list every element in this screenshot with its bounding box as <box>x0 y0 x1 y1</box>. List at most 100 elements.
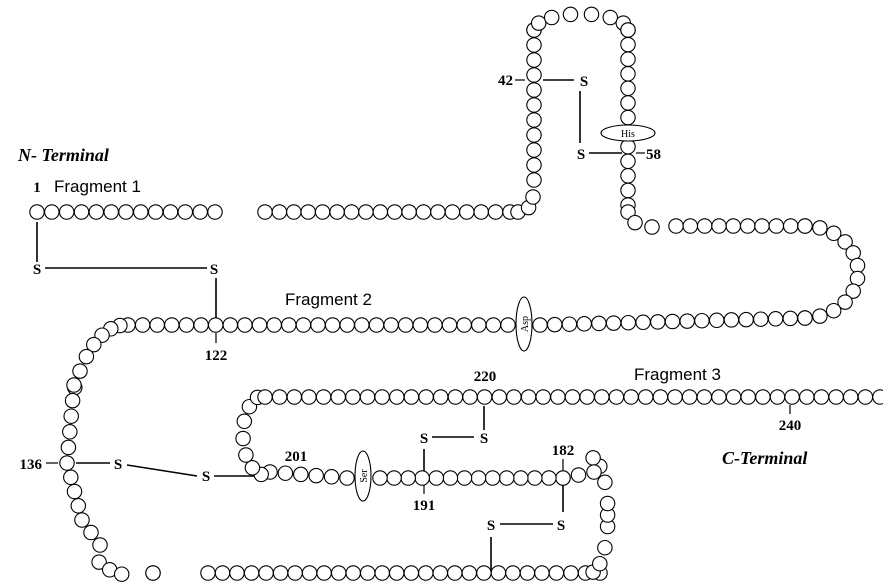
residue-bead <box>621 37 635 51</box>
residue-bead <box>252 318 266 332</box>
residue-bead <box>586 451 600 465</box>
asp-label: Asp <box>520 316 531 332</box>
residue-bead <box>785 390 799 404</box>
residue-bead <box>755 219 769 233</box>
residue-bead <box>521 390 535 404</box>
residue-bead <box>61 440 75 454</box>
residue-bead <box>527 158 541 172</box>
ser-residue: Ser <box>355 451 371 501</box>
residue-bead <box>282 318 296 332</box>
residue-bead <box>89 205 103 219</box>
residue-bead <box>533 318 547 332</box>
residue-bead <box>67 484 81 498</box>
residue-bead <box>595 390 609 404</box>
residue-bead <box>563 7 577 21</box>
residue-bead <box>390 390 404 404</box>
residue-bead <box>645 220 659 234</box>
residue-bead <box>278 466 292 480</box>
residue-bead <box>402 205 416 219</box>
residue-bead <box>528 471 542 485</box>
residue-bead <box>858 390 872 404</box>
residue-bead <box>287 205 301 219</box>
residue-bead <box>683 219 697 233</box>
residue-bead <box>135 318 149 332</box>
residue-bead <box>535 566 549 580</box>
residue-bead <box>668 390 682 404</box>
residue-bead <box>770 390 784 404</box>
residue-bead <box>609 390 623 404</box>
residue-bead <box>739 312 753 326</box>
residue-bead <box>401 471 415 485</box>
residue-number-136: 136 <box>20 457 43 473</box>
residue-bead <box>413 318 427 332</box>
residue-bead <box>800 390 814 404</box>
residue-bead <box>741 219 755 233</box>
residue-bead <box>580 390 594 404</box>
residue-bead <box>551 390 565 404</box>
residue-bead <box>223 318 237 332</box>
his-label: His <box>621 129 635 140</box>
residue-bead <box>258 390 272 404</box>
residue-bead <box>317 566 331 580</box>
residue-bead <box>621 169 635 183</box>
residue-bead <box>712 390 726 404</box>
residue-bead <box>621 154 635 168</box>
residue-bead <box>784 219 798 233</box>
residue-bead <box>340 318 354 332</box>
residue-bead <box>325 318 339 332</box>
residue-number-122: 122 <box>205 348 228 364</box>
residue-bead <box>813 309 827 323</box>
residue-bead <box>486 318 500 332</box>
residue-bead <box>606 316 620 330</box>
residue-bead <box>119 205 133 219</box>
residue-bead <box>463 390 477 404</box>
residue-bead <box>472 318 486 332</box>
residue-bead <box>598 541 612 555</box>
sulfur-label-42: S <box>580 74 588 90</box>
residue-bead <box>375 390 389 404</box>
residue-bead <box>624 390 638 404</box>
residue-bead <box>532 16 546 30</box>
amino-acid-chain <box>30 7 883 581</box>
residue-bead <box>179 318 193 332</box>
sulfur-label-136: S <box>114 457 122 473</box>
residue-bead <box>346 390 360 404</box>
residue-bead <box>30 205 44 219</box>
residue-bead <box>442 318 456 332</box>
residue-bead <box>827 304 841 318</box>
residue-bead <box>571 468 585 482</box>
residue-bead <box>344 205 358 219</box>
residue-bead <box>545 10 559 24</box>
residue-bead <box>445 205 459 219</box>
residue-bead <box>492 390 506 404</box>
residue-bead <box>621 110 635 124</box>
residue-bead <box>104 205 118 219</box>
residue-bead <box>267 318 281 332</box>
residue-bead <box>564 566 578 580</box>
residue-bead <box>146 566 160 580</box>
residue-bead <box>621 140 635 154</box>
residue-bead <box>741 390 755 404</box>
residue-bead <box>651 315 665 329</box>
residue-bead <box>296 318 310 332</box>
residue-bead <box>67 378 81 392</box>
residue-bead <box>527 113 541 127</box>
residue-bead <box>598 475 612 489</box>
residue-bead <box>316 390 330 404</box>
residue-bead <box>443 471 457 485</box>
residue-bead <box>194 318 208 332</box>
fragment-label-2: Fragment 2 <box>285 290 372 309</box>
residue-bead <box>556 471 570 485</box>
residue-bead <box>359 205 373 219</box>
residue-bead <box>636 315 650 329</box>
residue-bead <box>477 390 491 404</box>
residue-bead <box>346 566 360 580</box>
residue-bead <box>471 471 485 485</box>
residue-bead <box>360 390 374 404</box>
residue-bead <box>477 566 491 580</box>
residue-bead <box>309 468 323 482</box>
residue-bead <box>680 314 694 328</box>
residue-bead <box>527 128 541 142</box>
